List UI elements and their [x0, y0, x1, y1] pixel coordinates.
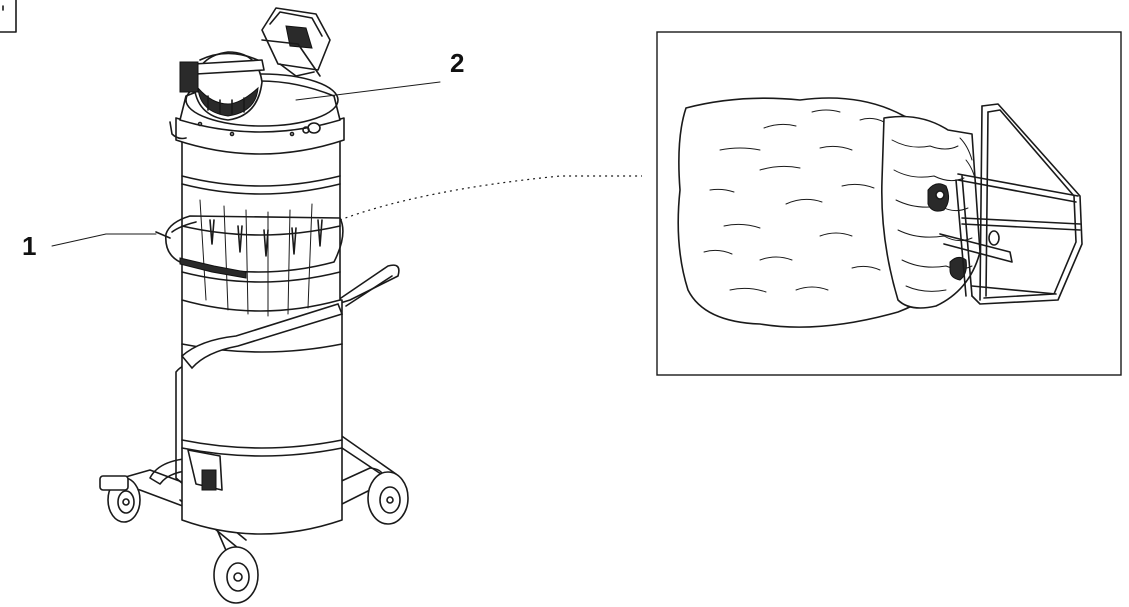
- rear-wheel: [367, 471, 409, 525]
- filter-housing: [181, 139, 341, 317]
- lower-tank: [181, 299, 343, 535]
- info-square-icon: [0, 0, 17, 33]
- detail-connector-dotted: [339, 175, 642, 221]
- leader-line-1: [51, 233, 107, 247]
- wire-cage: [939, 103, 1083, 305]
- motor-head: [169, 7, 345, 155]
- front-left-wheel: [99, 475, 141, 523]
- callout-label-1: 1: [22, 231, 36, 261]
- callout-label-2: 2: [450, 48, 464, 78]
- leader-line-2: [295, 81, 441, 101]
- retaining-strap: [155, 215, 344, 279]
- bag-detail-view: [656, 31, 1122, 376]
- front-right-wheel: [213, 546, 259, 604]
- vacuum-cleaner: [51, 7, 642, 604]
- bag-collar: [881, 115, 981, 309]
